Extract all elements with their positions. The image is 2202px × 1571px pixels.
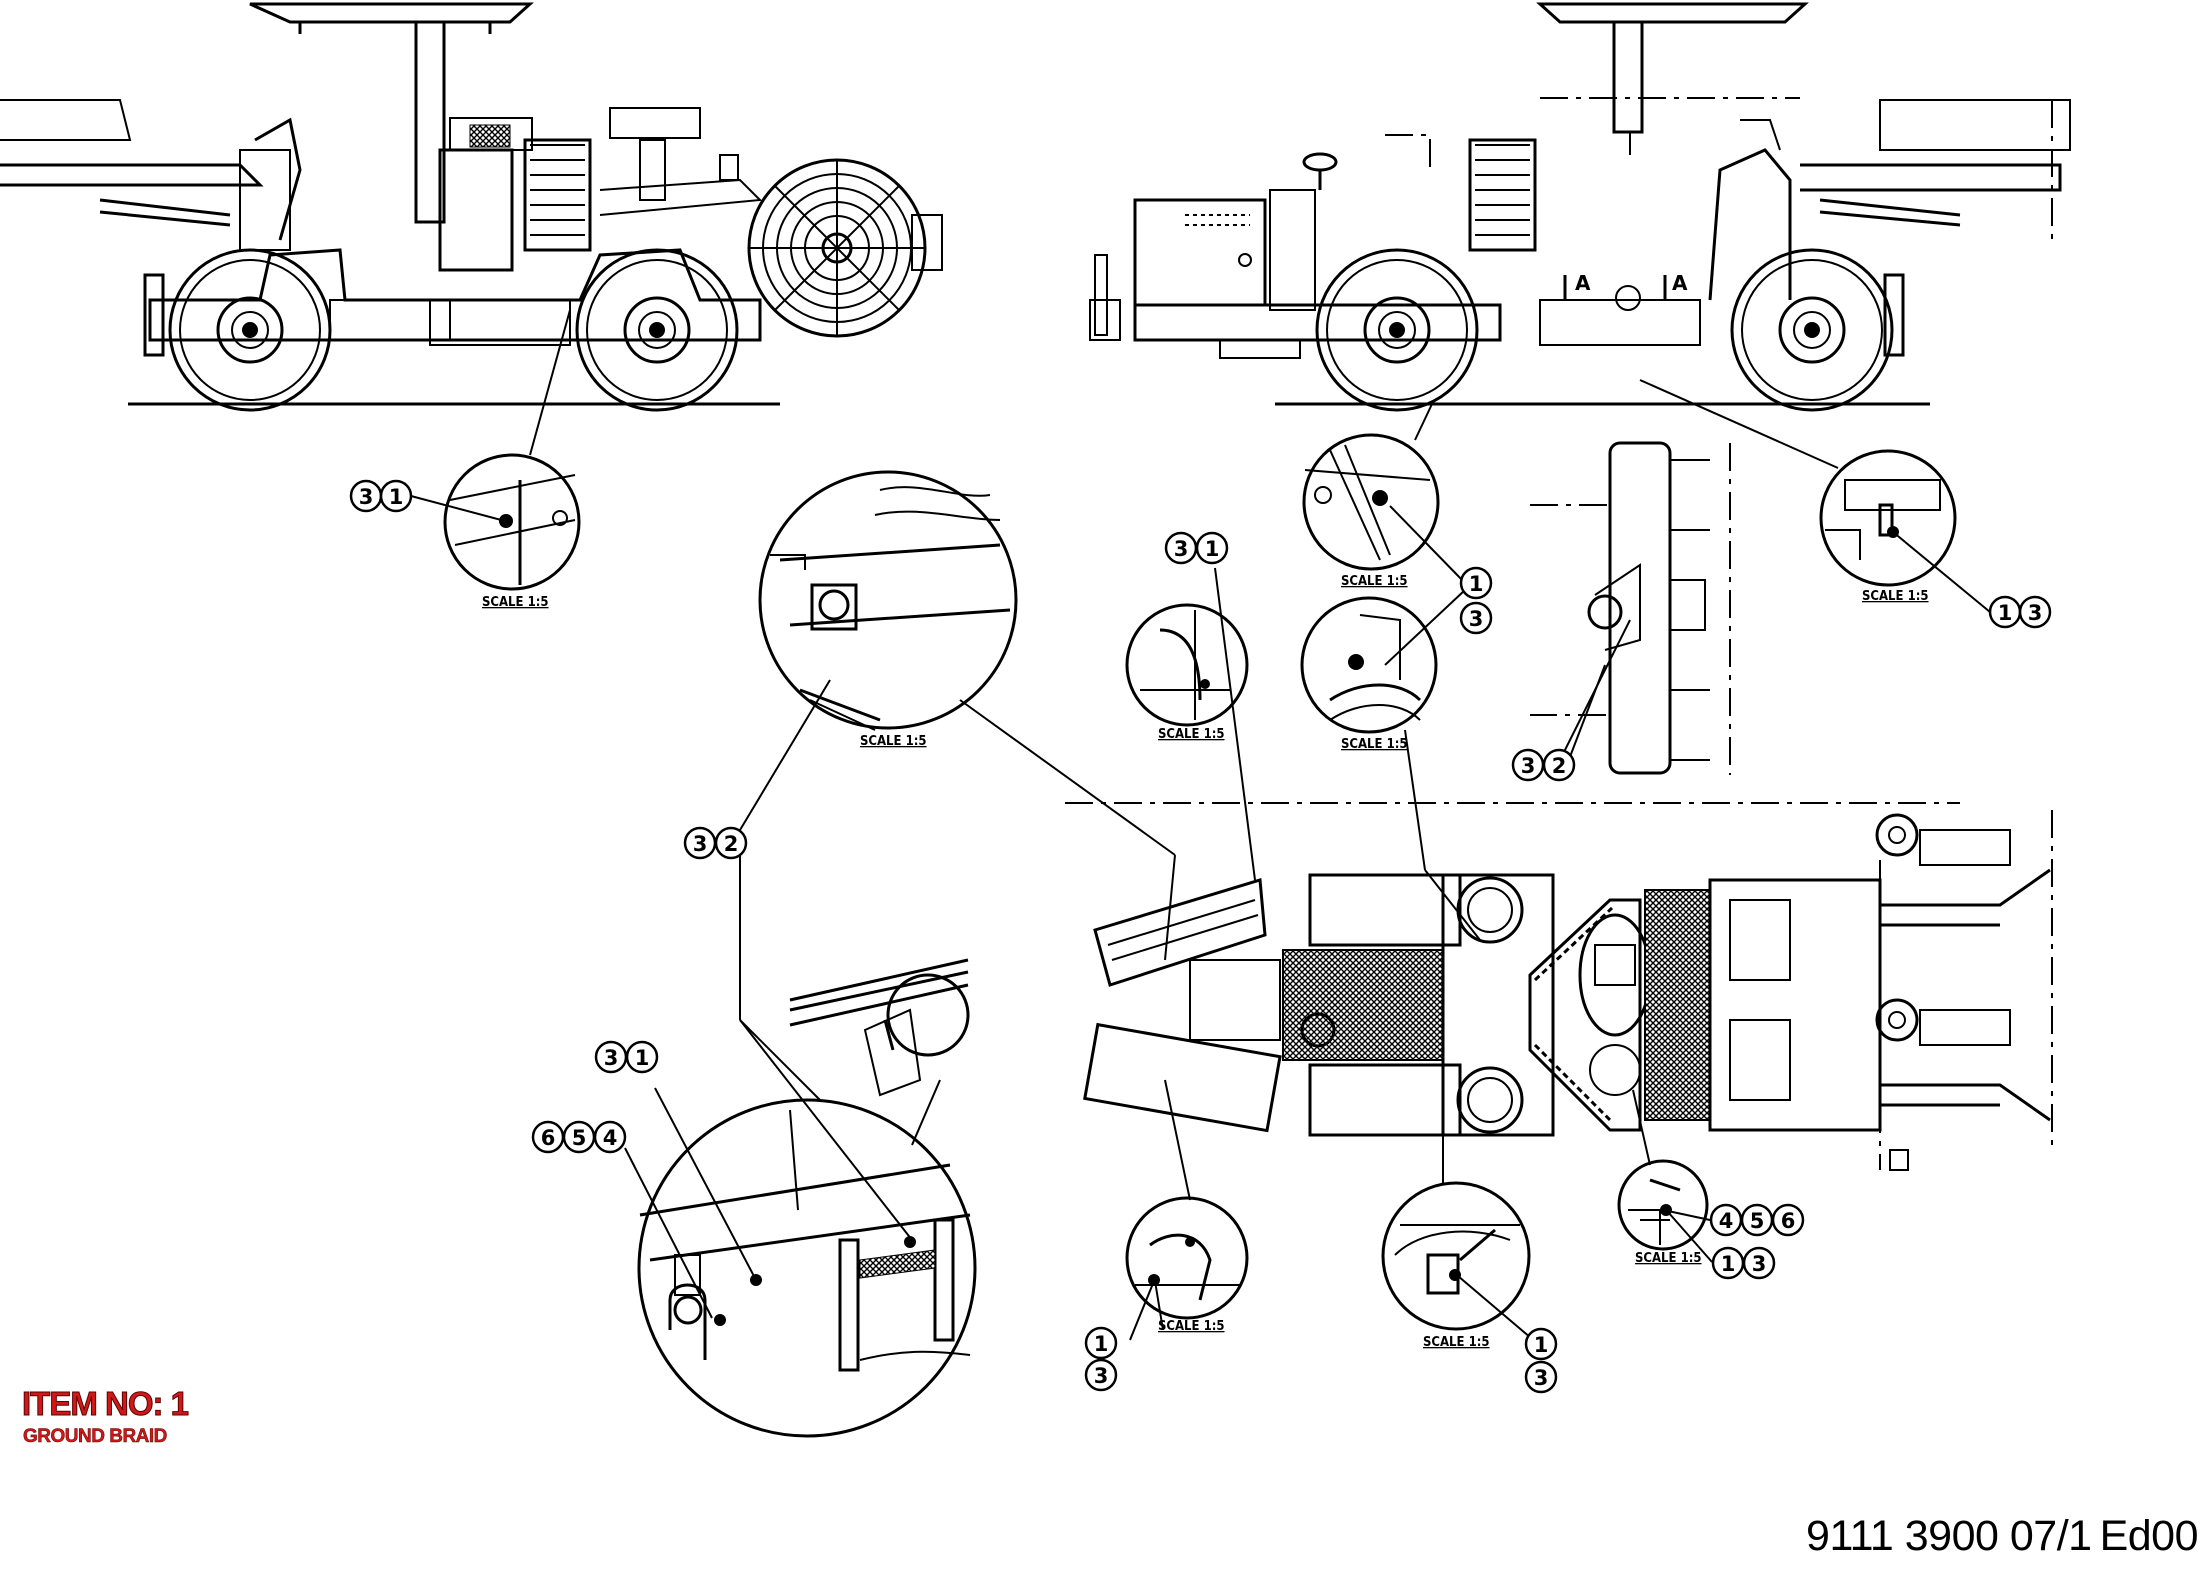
detail-circle-7 xyxy=(637,1098,977,1438)
document-number: 9111 3900 07/1 xyxy=(1806,1512,2092,1560)
balloon-group-6: 3 2 xyxy=(1511,748,1576,782)
scale-label: SCALE 1:5 xyxy=(1341,574,1408,589)
scale-label: SCALE 1:5 xyxy=(1635,1251,1702,1266)
svg-text:2: 2 xyxy=(1552,754,1567,778)
detail-circle-6: SCALE 1:5 xyxy=(1819,449,1957,604)
plan-view xyxy=(1065,802,2053,1171)
section-marker-a2: A xyxy=(1672,271,1688,295)
svg-text:1: 1 xyxy=(635,1046,650,1070)
item-description: GROUND BRAID xyxy=(23,1426,168,1448)
balloon-group-12: 1 3 xyxy=(1711,1246,1776,1280)
item-number-title: ITEM NO: 1 xyxy=(21,1385,189,1423)
side-view-right: A A xyxy=(1089,2,2071,412)
svg-text:6: 6 xyxy=(541,1126,556,1150)
reel-top xyxy=(1644,889,1711,1121)
svg-text:1: 1 xyxy=(1721,1252,1736,1276)
svg-text:6: 6 xyxy=(1781,1209,1796,1233)
svg-text:3: 3 xyxy=(1174,537,1189,561)
leader-lines xyxy=(410,309,1991,1345)
scale-label: SCALE 1:5 xyxy=(1158,727,1225,742)
detail-circle-5: SCALE 1:5 xyxy=(1300,596,1438,752)
svg-text:3: 3 xyxy=(1469,607,1484,631)
svg-text:4: 4 xyxy=(1719,1209,1734,1233)
svg-text:4: 4 xyxy=(603,1126,618,1150)
scale-label: SCALE 1:5 xyxy=(1158,1319,1225,1334)
radiator-mesh xyxy=(1282,949,1444,1061)
svg-text:3: 3 xyxy=(693,832,708,856)
scale-label: SCALE 1:5 xyxy=(1862,589,1929,604)
svg-text:5: 5 xyxy=(572,1126,587,1150)
balloon-group-11: 4 5 6 xyxy=(1709,1203,1805,1237)
section-view-a xyxy=(1530,441,1731,775)
svg-text:2: 2 xyxy=(724,832,739,856)
balloon-group-10: 1 3 xyxy=(1524,1327,1558,1394)
svg-text:1: 1 xyxy=(1205,537,1220,561)
svg-text:1: 1 xyxy=(1998,601,2013,625)
scale-label: SCALE 1:5 xyxy=(482,595,549,610)
electrical-cabinet xyxy=(1133,198,1267,307)
svg-text:3: 3 xyxy=(1752,1252,1767,1276)
svg-text:1: 1 xyxy=(389,485,404,509)
svg-text:3: 3 xyxy=(359,485,374,509)
svg-text:3: 3 xyxy=(604,1046,619,1070)
item-balloons: 3 1 3 2 3 1 1 3 1 3 3 2 3 1 6 5 4 xyxy=(349,479,2052,1394)
balloon-group-1: 3 1 xyxy=(349,479,413,513)
detail-circle-1: SCALE 1:5 xyxy=(443,453,581,610)
scale-label: SCALE 1:5 xyxy=(860,734,927,749)
document-edition: Ed00 xyxy=(2099,1512,2199,1560)
svg-text:3: 3 xyxy=(2028,601,2043,625)
detail-circle-10: SCALE 1:5 xyxy=(1617,1159,1709,1266)
detail-circle-9: SCALE 1:5 xyxy=(1381,1181,1531,1350)
balloon-group-3: 3 1 xyxy=(1164,531,1229,565)
svg-text:5: 5 xyxy=(1750,1209,1765,1233)
detail-perspective xyxy=(789,958,970,1097)
detail-circle-3: SCALE 1:5 xyxy=(1125,603,1249,742)
svg-text:3: 3 xyxy=(1534,1366,1549,1390)
balloon-group-5: 1 3 xyxy=(1988,595,2052,629)
canopy-post xyxy=(414,20,446,224)
svg-text:1: 1 xyxy=(1534,1333,1549,1357)
balloon-group-2: 3 2 xyxy=(683,826,748,860)
detail-circle-2: SCALE 1:5 xyxy=(758,470,1018,749)
svg-text:3: 3 xyxy=(1094,1364,1109,1388)
balloon-group-7: 3 1 xyxy=(594,1040,659,1074)
detail-circle-4: SCALE 1:5 xyxy=(1302,433,1440,589)
svg-text:3: 3 xyxy=(1521,754,1536,778)
balloon-group-9: 1 3 xyxy=(1084,1326,1118,1392)
detail-views: SCALE 1:5 SCALE 1:5 SCALE 1:5 xyxy=(443,433,1957,1438)
side-view-left xyxy=(0,2,943,412)
svg-text:1: 1 xyxy=(1469,572,1484,596)
section-marker-a1: A xyxy=(1575,271,1591,295)
scale-label: SCALE 1:5 xyxy=(1423,1335,1490,1350)
svg-text:1: 1 xyxy=(1094,1332,1109,1356)
balloon-group-4: 1 3 xyxy=(1459,566,1493,635)
detail-circle-8: SCALE 1:5 xyxy=(1125,1196,1249,1334)
balloon-group-8: 6 5 4 xyxy=(531,1120,627,1154)
scale-label: SCALE 1:5 xyxy=(1341,737,1408,752)
